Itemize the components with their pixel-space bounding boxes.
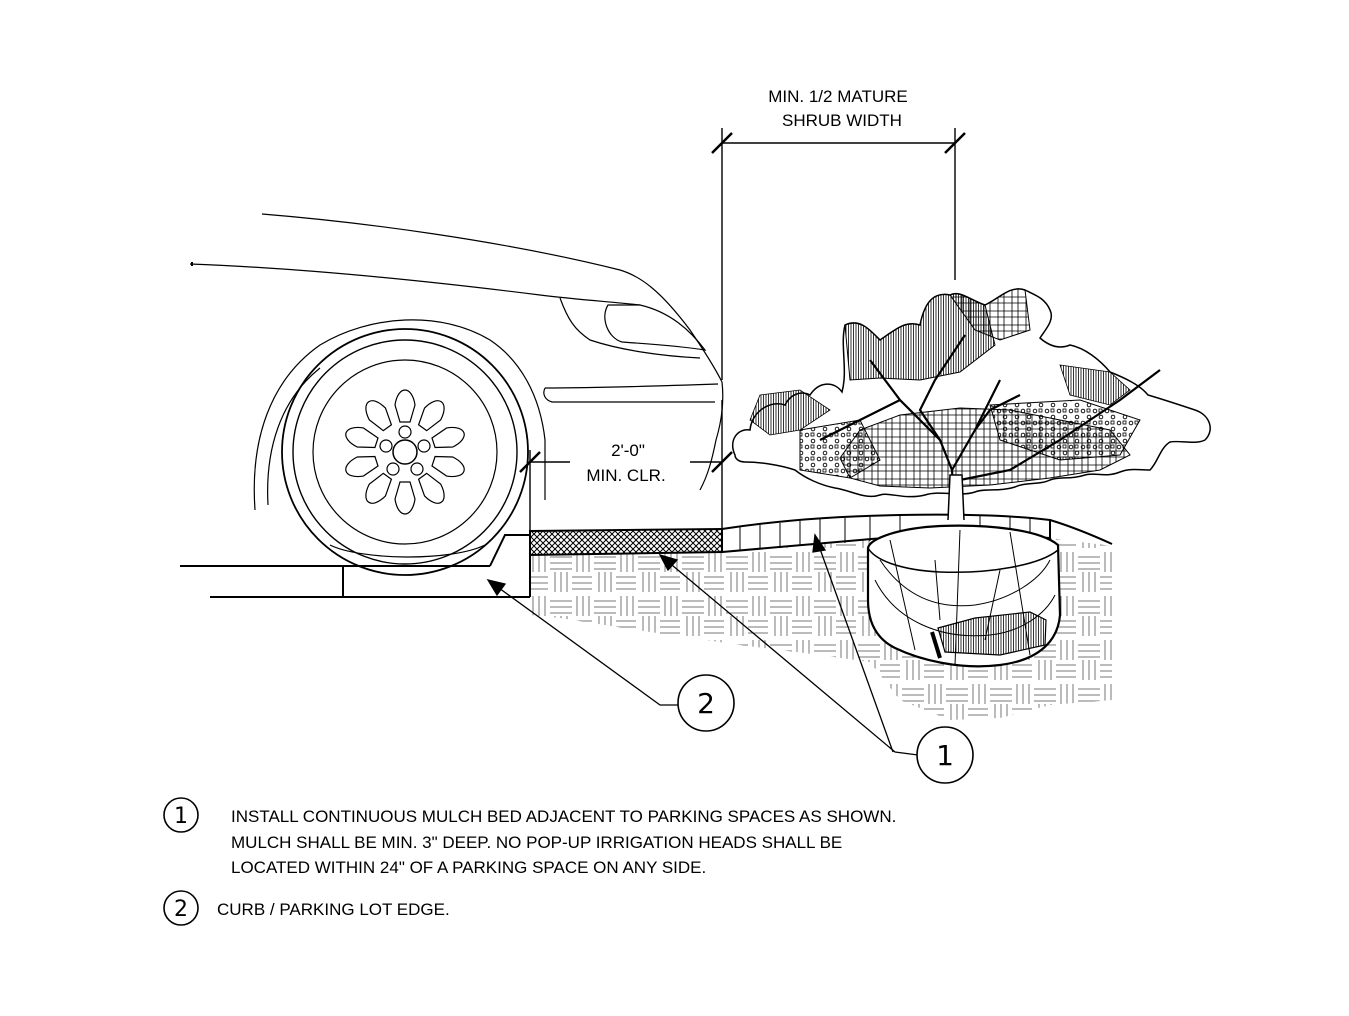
callout-1-bubble: 1 [916,726,974,784]
car-illustration [189,213,724,576]
note-1: 1 INSTALL CONTINUOUS MULCH BED ADJACENT … [163,797,896,877]
callout-1-number: 1 [936,739,954,772]
note-1-number: 1 [174,804,188,829]
note-1-line-1: INSTALL CONTINUOUS MULCH BED ADJACENT TO… [231,807,896,826]
callout-2-leader [486,579,680,706]
shrub-width-dim-line1: MIN. 1/2 MATURE [768,87,907,106]
note-2-number: 2 [174,897,188,922]
curb-and-pavement [180,534,531,598]
note-1-line-3: LOCATED WITHIN 24" OF A PARKING SPACE ON… [231,858,706,877]
shrub-width-dim-line2: SHRUB WIDTH [782,111,902,130]
callout-1-leaders [658,533,919,756]
callout-2-bubble: 2 [677,674,735,732]
note-1-line-2: MULCH SHALL BE MIN. 3" DEEP. NO POP-UP I… [231,833,842,852]
note-2-line-1: CURB / PARKING LOT EDGE. [217,900,450,919]
mulch-bed [529,513,1113,557]
clearance-dim-line1: 2'-0" [611,441,645,460]
clearance-dim-line2: MIN. CLR. [586,466,665,485]
shrub-illustration [731,288,1211,668]
shrub-width-dimension [711,128,966,380]
note-2: 2 CURB / PARKING LOT EDGE. [163,890,450,926]
callout-2-number: 2 [697,687,715,720]
